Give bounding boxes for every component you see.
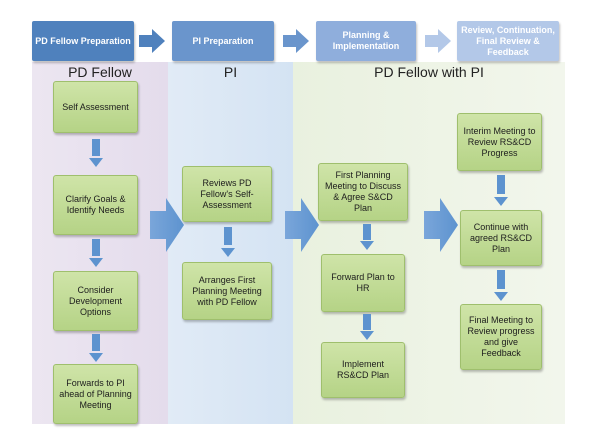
step-consider-options: Consider Development Options <box>53 271 138 331</box>
phase-planning-implementation: Planning & Implementation <box>316 21 416 61</box>
arrow-down-icon <box>89 334 103 362</box>
step-continue-plan: Continue with agreed RS&CD Plan <box>460 210 542 266</box>
step-forward-plan: Forward Plan to HR <box>321 254 405 312</box>
phase-pd-fellow-preparation: PD Fellow Preparation <box>32 21 134 61</box>
step-interim-meeting: Interim Meeting to Review RS&CD Progress <box>457 113 542 171</box>
step-implement-plan: Implement RS&CD Plan <box>321 342 405 398</box>
arrow-down-icon <box>360 314 374 340</box>
big-right-arrow-icon <box>150 198 184 252</box>
phase-arrow-1 <box>139 29 165 53</box>
step-arranges-meeting: Arranges First Planning Meeting with PD … <box>182 262 272 320</box>
phase-arrow-3 <box>425 29 451 53</box>
phase-pi-preparation: PI Preparation <box>172 21 274 61</box>
big-right-arrow-icon <box>424 198 458 252</box>
arrow-down-icon <box>360 224 374 250</box>
phase-review-continuation: Review, Continuation, Final Review & Fee… <box>457 21 559 61</box>
arrow-down-icon <box>89 139 103 167</box>
big-right-arrow-icon <box>285 198 319 252</box>
step-self-assessment: Self Assessment <box>53 81 138 133</box>
phase-arrow-2 <box>283 29 309 53</box>
step-reviews-self-assessment: Reviews PD Fellow's Self-Assessment <box>182 166 272 222</box>
step-final-meeting: Final Meeting to Review progress and giv… <box>460 304 542 370</box>
lane-title-pd-fellow-with-pi: PD Fellow with PI <box>374 64 484 80</box>
arrow-down-icon <box>89 239 103 267</box>
step-first-planning-meeting: First Planning Meeting to Discuss & Agre… <box>318 163 408 221</box>
arrow-down-icon <box>494 175 508 206</box>
lane-title-pi: PI <box>223 64 238 80</box>
arrow-down-icon <box>221 227 235 257</box>
arrow-down-icon <box>494 270 508 301</box>
lane-title-pd-fellow: PD Fellow <box>68 64 132 80</box>
step-forwards-to-pi: Forwards to PI ahead of Planning Meeting <box>53 364 138 424</box>
step-clarify-goals: Clarify Goals & Identify Needs <box>53 175 138 235</box>
